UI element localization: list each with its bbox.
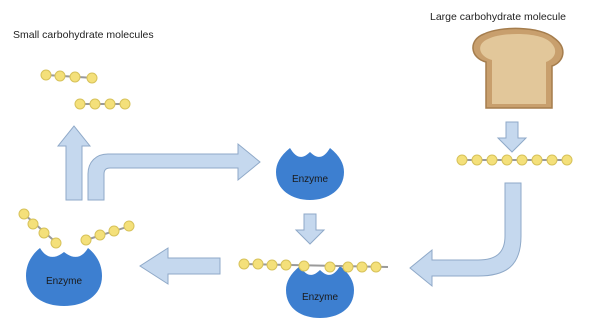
- small-chain-2: [74, 98, 131, 110]
- small-chain-1: [40, 69, 98, 84]
- enzyme-icon: [276, 148, 344, 200]
- fragment-right-diagonal: [80, 220, 135, 246]
- enzyme-label-center: Enzyme: [302, 292, 339, 303]
- enzyme-icon: [286, 266, 354, 318]
- chain-in-enzyme: [238, 258, 389, 273]
- arrow-right-to-middle: [87, 142, 261, 201]
- fragment-left-diagonal: [18, 208, 62, 249]
- large-carbohydrate-label: Large carbohydrate molecule: [430, 11, 566, 23]
- enzyme-label-left: Enzyme: [46, 276, 83, 287]
- arrow-to-left-enzyme: [139, 247, 221, 285]
- arrow-chain-to-enzyme: [409, 182, 522, 288]
- bread-slice-icon: [472, 27, 564, 109]
- large-carbohydrate-chain: [456, 154, 573, 166]
- small-carbohydrate-label: Small carbohydrate molecules: [13, 29, 154, 41]
- enzyme-icon: [26, 248, 102, 306]
- enzyme-label-middle: Enzyme: [292, 174, 329, 185]
- arrow-up-from-enzyme: [56, 125, 92, 201]
- arrow-bread-to-chain: [496, 121, 528, 153]
- arrow-enzyme-down: [294, 213, 326, 245]
